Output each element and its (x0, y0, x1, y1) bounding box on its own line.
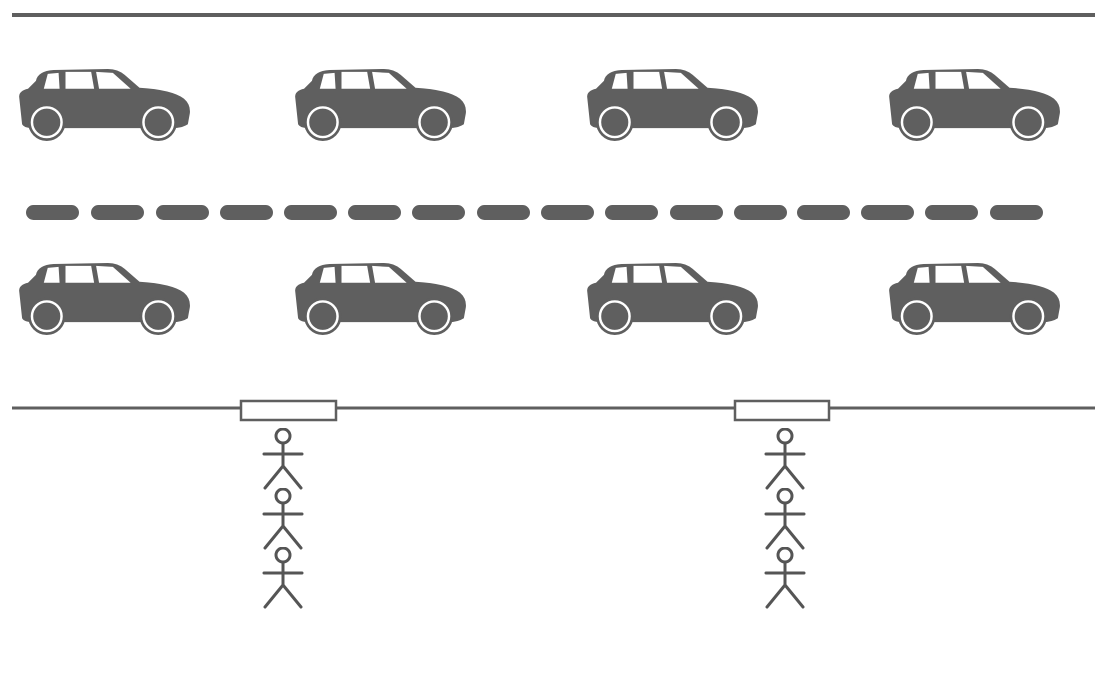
lane-dash (156, 205, 209, 220)
pedestrian-icon (264, 548, 302, 607)
lane-dash (861, 205, 914, 220)
right-crossing (735, 401, 829, 607)
lane-dash (477, 205, 530, 220)
lane-dash (734, 205, 787, 220)
lane-dash (26, 205, 79, 220)
car-icon (889, 69, 1060, 141)
car-icon (19, 263, 190, 335)
crosswalk-signal-box (735, 401, 829, 420)
car-icon (295, 263, 466, 335)
crosswalk-signal-box (241, 401, 336, 420)
lane-dash (990, 205, 1043, 220)
lane-dash (797, 205, 850, 220)
left-crossing (241, 401, 336, 607)
car-icon (889, 263, 1060, 335)
pedestrian-icon (766, 548, 804, 607)
upper-lane (19, 69, 1060, 141)
pedestrian-icon (264, 429, 302, 488)
lane-divider (26, 205, 1043, 220)
lane-dash (925, 205, 978, 220)
lane-dash (91, 205, 144, 220)
pedestrian-icon (766, 489, 804, 548)
pedestrian-icon (766, 429, 804, 488)
car-icon (587, 263, 758, 335)
lane-dash (670, 205, 723, 220)
pedestrian-icon (264, 489, 302, 548)
lower-lane (19, 263, 1060, 335)
car-icon (19, 69, 190, 141)
lane-dash (412, 205, 465, 220)
lane-dash (348, 205, 401, 220)
car-icon (587, 69, 758, 141)
lane-dash (284, 205, 337, 220)
lane-dash (605, 205, 658, 220)
lane-dash (541, 205, 594, 220)
car-icon (295, 69, 466, 141)
lane-dash (220, 205, 273, 220)
